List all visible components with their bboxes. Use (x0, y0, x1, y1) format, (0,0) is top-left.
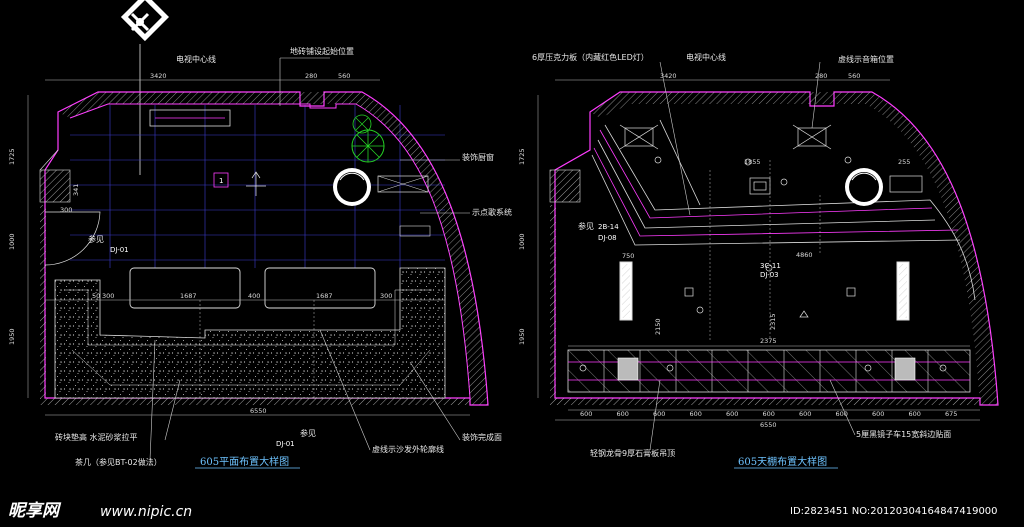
right-ceiling-grid-label: 轻钢龙骨9厚石膏板吊顶 (590, 448, 675, 458)
right-speaker-pos-label: 虚线示音箱位置 (838, 54, 894, 64)
strip-dim-label: 600 (909, 410, 921, 418)
left-dim-inner-b: 1687 (180, 292, 197, 300)
left-ref-tag-1: DJ-01 (110, 246, 129, 254)
left-dim-bottom: 6550 (250, 407, 267, 415)
left-floor-plan (27, 0, 489, 461)
left-brick-pad-label: 砖块垫高 水泥砂浆拉平 (55, 432, 138, 442)
left-deco-window-label: 装饰厨窗 (462, 152, 494, 162)
right-dim-side-a: 1725 (518, 148, 526, 165)
left-dim-inner-f: 50 (92, 292, 100, 300)
left-dim-top-a: 3420 (150, 72, 167, 80)
right-dim-b: 4860 (796, 251, 813, 259)
right-acrylic-label: 6厚压克力板（内藏红色LED灯） (532, 52, 649, 62)
left-plan-title: 605平面布置大样图 (200, 455, 289, 468)
tile-grid (70, 105, 445, 268)
image-id-text: ID:2823451 NO:20120304164847419000 (790, 506, 998, 517)
strip-dim-label: 600 (763, 410, 775, 418)
right-dim-e: 2150 (654, 318, 662, 335)
right-ref-tag-4: DJ-03 (760, 271, 779, 279)
strip-dim-label: 600 (617, 410, 629, 418)
strip-dim-label: 600 (690, 410, 702, 418)
right-ref-tag-3: 3C-11 (760, 262, 781, 270)
right-dim-bottom: 6550 (760, 421, 777, 429)
left-see-label: 参见 (88, 234, 104, 244)
strip-dim-label: 600 (726, 410, 738, 418)
right-dim-top-b: 280 (815, 72, 827, 80)
left-display-system-label: 示点歌系统 (472, 207, 512, 217)
left-tv-center-label: 电视中心线 (176, 54, 216, 64)
left-see-label-2: 参见 (300, 428, 316, 438)
left-dim-inner-e: 300 (380, 292, 392, 300)
left-dim-side-a: 1725 (8, 148, 16, 165)
right-dim-d: 2315 (769, 313, 777, 330)
right-plan-title: 605天棚布置大样图 (738, 455, 827, 468)
left-dim-side-b: 1000 (8, 233, 16, 250)
strip-dim-label: 600 (836, 410, 848, 418)
right-tv-center-label: 电视中心线 (686, 52, 726, 62)
watermark-site: www.nipic.cn (100, 504, 192, 520)
left-tea-table-label: 茶几（参见BT-02做法） (75, 457, 162, 467)
left-room-number: 1 (219, 177, 223, 185)
right-mirror-strip-label: 5厘黑镜子车15宽斜边贴面 (856, 429, 951, 439)
left-dim-side-c: 1950 (8, 328, 16, 345)
strip-dim-label: 600 (872, 410, 884, 418)
right-strip-dims: 600 600 600 600 600 600 600 600 600 600 675 (580, 410, 957, 418)
right-dim-c: 2375 (760, 337, 777, 345)
right-ref-tag-1: 2B-14 (598, 223, 619, 231)
strip-dim-label: 600 (799, 410, 811, 418)
right-ceiling-plan (537, 61, 999, 451)
right-see-label: 参见 (578, 221, 594, 231)
left-dim-inner-a: 300 (102, 292, 114, 300)
right-ref-tag-2: DJ-08 (598, 234, 617, 242)
footer-bar (0, 490, 1024, 527)
left-sofa-outline-label: 虚线示沙发外轮廓线 (372, 444, 444, 454)
strip-dim-label: 600 (653, 410, 665, 418)
left-dim-inner-g: 300 (60, 206, 72, 214)
left-ref-tag-2: DJ-01 (276, 440, 295, 448)
right-dim-side-c: 1950 (518, 328, 526, 345)
plant-icon (351, 114, 385, 163)
left-dim-inner-h: 341 (72, 184, 80, 196)
left-dim-inner-c: 400 (248, 292, 260, 300)
strip-dim-label: 600 (580, 410, 592, 418)
watermark-logo: 昵享网 (8, 501, 62, 521)
left-floor-start-label: 地砖铺设起始位置 (290, 46, 354, 56)
left-dim-inner-d: 1687 (316, 292, 333, 300)
right-dim-g: 750 (622, 252, 634, 260)
left-decor-finish-label: 装饰完成面 (462, 432, 502, 442)
right-dim-top-c: 560 (848, 72, 860, 80)
right-dim-a: 1855 (744, 158, 761, 166)
left-dim-top-b: 280 (305, 72, 317, 80)
compass-icon (120, 0, 169, 42)
left-dim-top-c: 560 (338, 72, 350, 80)
strip-dim-label: 675 (945, 410, 957, 418)
right-dim-f: 255 (898, 158, 910, 166)
right-dim-side-b: 1000 (518, 233, 526, 250)
right-dim-top-a: 3420 (660, 72, 677, 80)
